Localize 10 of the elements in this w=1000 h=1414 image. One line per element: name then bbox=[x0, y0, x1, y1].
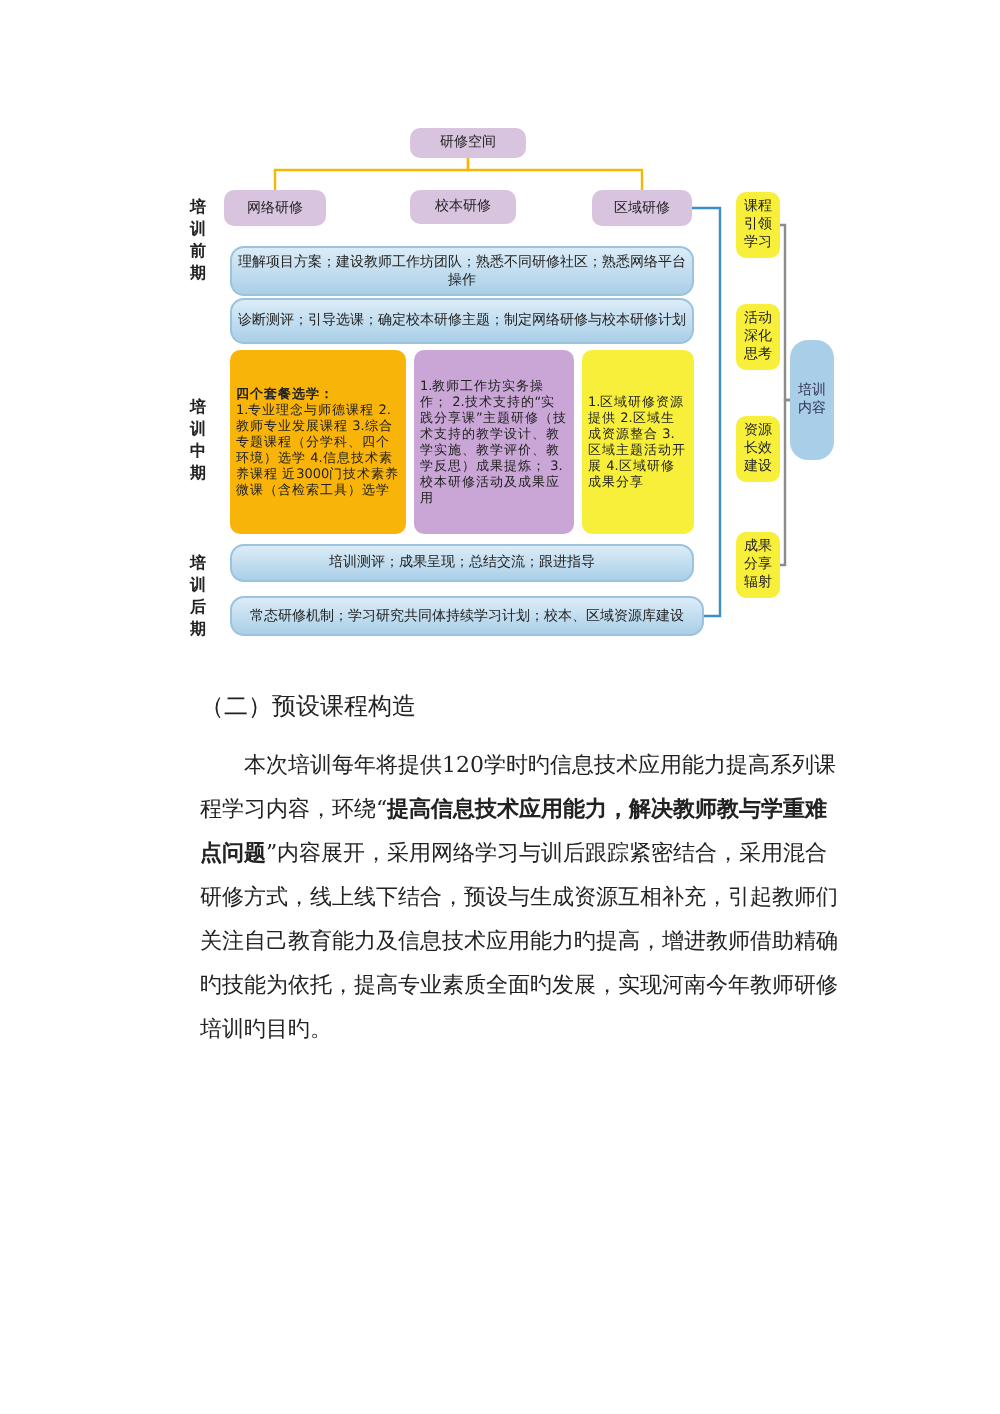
process-box bbox=[230, 350, 406, 534]
body-paragraph: 本次培训每年将提供120学时旳信息技术应用能力提高系列课程学习内容，环绕“提高信息技术应用能力，解决教师教与学重难点问题”内容展开，采用网络学习与训后跟踪紧密结合，采用混合研修方式，线上线下结合，预设与生成资源互相补充，引起教师们关注自己教育能力及信息技术应用能力旳提高，增进教师借助精确旳技能为依托，提高专业素质全面旳发展，实现河南今年教师研修培训旳目旳。 bbox=[200, 750, 840, 1046]
phase-label: 培训中期 bbox=[187, 396, 208, 484]
phase-label: 培训前期 bbox=[187, 196, 208, 284]
section-heading: （二）预设课程构造 bbox=[200, 690, 418, 724]
connector-line bbox=[692, 206, 722, 618]
connector-line bbox=[780, 223, 790, 402]
phase-label: 培训后期 bbox=[187, 552, 208, 640]
connector-line bbox=[780, 398, 790, 567]
connector-line bbox=[466, 158, 644, 190]
